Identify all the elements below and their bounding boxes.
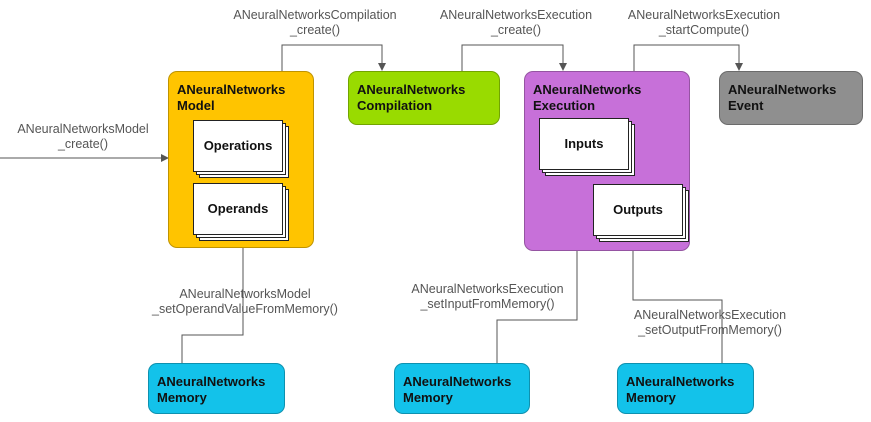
operands-stack: Operands bbox=[193, 183, 289, 241]
label-start-compute-line1: ANeuralNetworksExecution bbox=[627, 8, 781, 22]
event-node-title: ANeuralNetworks Event bbox=[728, 82, 837, 113]
label-compilation-create-line1: ANeuralNetworksCompilation bbox=[233, 8, 397, 22]
label-model-create: ANeuralNetworksModel _create() bbox=[8, 122, 158, 152]
execution-node: ANeuralNetworks Execution Inputs Outputs bbox=[524, 71, 690, 251]
label-set-operand-line1: ANeuralNetworksModel bbox=[179, 287, 311, 301]
outputs-stack: Outputs bbox=[593, 184, 689, 242]
label-set-operand: ANeuralNetworksModel _setOperandValueFro… bbox=[135, 287, 355, 317]
label-set-operand-line2: _setOperandValueFromMemory() bbox=[152, 302, 338, 316]
model-node: ANeuralNetworks Model Operations Operand… bbox=[168, 71, 314, 248]
arrow-execution-create bbox=[461, 44, 567, 72]
label-start-compute-line2: _startCompute() bbox=[658, 23, 750, 37]
operations-stack: Operations bbox=[193, 120, 289, 178]
memory-node-model-title: ANeuralNetworks Memory bbox=[157, 374, 266, 405]
compilation-node-title: ANeuralNetworks Compilation bbox=[357, 82, 466, 113]
label-model-create-line2: _create() bbox=[57, 137, 109, 151]
operands-card: Operands bbox=[193, 183, 283, 235]
operations-card: Operations bbox=[193, 120, 283, 172]
memory-node-output-title: ANeuralNetworks Memory bbox=[626, 374, 735, 405]
execution-node-title: ANeuralNetworks Execution bbox=[533, 82, 642, 113]
label-set-input-line1: ANeuralNetworksExecution bbox=[411, 282, 564, 296]
arrow-compilation-create bbox=[281, 44, 386, 72]
label-execution-create-line1: ANeuralNetworksExecution bbox=[439, 8, 593, 22]
memory-node-input: ANeuralNetworks Memory bbox=[394, 363, 530, 414]
memory-node-input-title: ANeuralNetworks Memory bbox=[403, 374, 512, 405]
label-execution-create-line2: _create() bbox=[490, 23, 542, 37]
memory-node-output: ANeuralNetworks Memory bbox=[617, 363, 754, 414]
label-set-input-line2: _setInputFromMemory() bbox=[420, 297, 555, 311]
label-compilation-create-line2: _create() bbox=[289, 23, 341, 37]
label-compilation-create: ANeuralNetworksCompilation _create() bbox=[224, 8, 406, 38]
model-node-title: ANeuralNetworks Model bbox=[177, 82, 286, 113]
label-start-compute: ANeuralNetworksExecution _startCompute() bbox=[618, 8, 790, 38]
label-set-output: ANeuralNetworksExecution _setOutputFromM… bbox=[620, 308, 800, 338]
event-node: ANeuralNetworks Event bbox=[719, 71, 863, 125]
compilation-node: ANeuralNetworks Compilation bbox=[348, 71, 500, 125]
memory-node-model: ANeuralNetworks Memory bbox=[148, 363, 285, 414]
label-set-input: ANeuralNetworksExecution _setInputFromMe… bbox=[400, 282, 575, 312]
arrow-set-operand bbox=[181, 232, 247, 363]
label-set-output-line2: _setOutputFromMemory() bbox=[638, 323, 782, 337]
label-set-output-line1: ANeuralNetworksExecution bbox=[633, 308, 787, 322]
inputs-stack: Inputs bbox=[539, 118, 635, 176]
arrow-start-compute bbox=[633, 44, 743, 72]
label-execution-create: ANeuralNetworksExecution _create() bbox=[430, 8, 602, 38]
arrow-set-output bbox=[629, 238, 723, 363]
label-model-create-line1: ANeuralNetworksModel bbox=[17, 122, 149, 136]
inputs-card: Inputs bbox=[539, 118, 629, 170]
outputs-card: Outputs bbox=[593, 184, 683, 236]
